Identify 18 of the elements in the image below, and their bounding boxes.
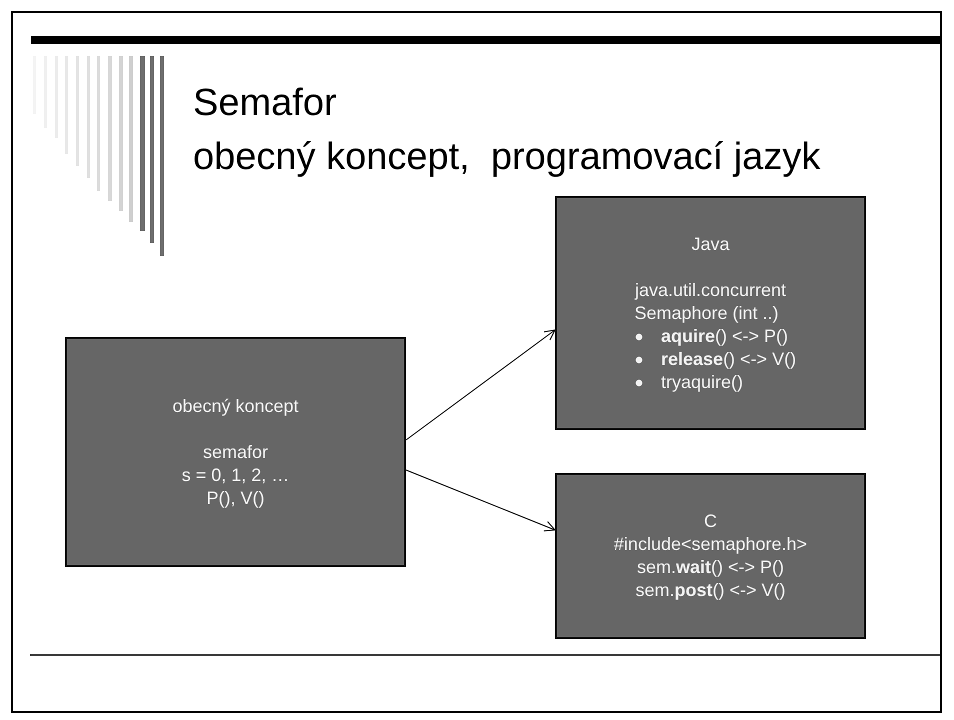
box-text: semafor	[202, 440, 270, 464]
concept-box	[555, 196, 866, 430]
box-heading: Java	[690, 232, 731, 256]
box-heading: obecný koncept	[171, 394, 300, 418]
concept-box	[65, 337, 406, 567]
slide-subtitle: obecný koncept, programovací jazyk	[193, 136, 820, 179]
box-text: s = 0, 1, 2, …	[180, 464, 290, 486]
arrow	[406, 470, 556, 532]
box-heading: C	[703, 510, 718, 533]
box-text: sem.post() <-> V()	[634, 579, 787, 602]
box-text: #include<semaphore.h>	[612, 533, 808, 556]
arrow	[406, 330, 556, 440]
slide-title: Semafor	[193, 82, 337, 125]
box-text: java.util.concurrent	[634, 278, 788, 302]
box-text: Semaphore (int ..)	[633, 302, 780, 324]
box-text: sem.wait() <-> P()	[636, 556, 786, 579]
concept-box	[555, 473, 866, 639]
box-text: P(), V()	[206, 486, 266, 510]
